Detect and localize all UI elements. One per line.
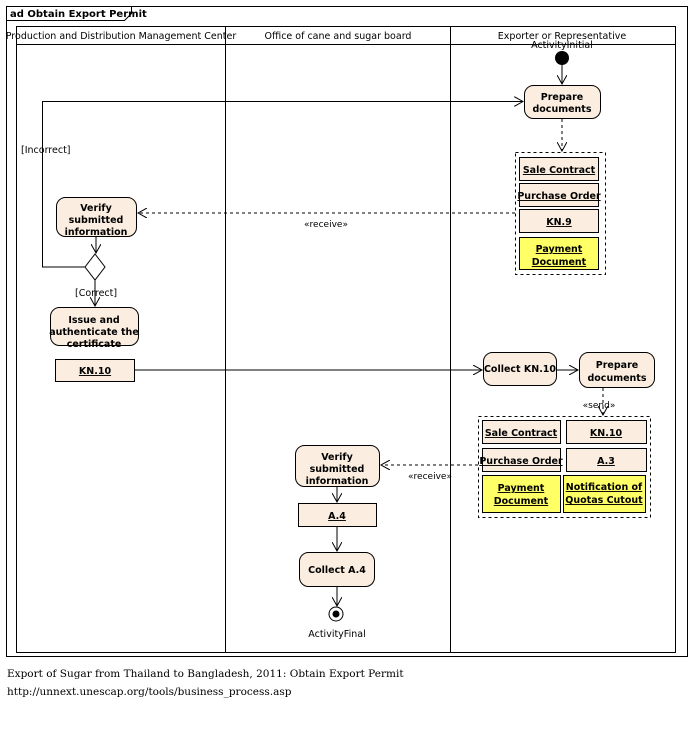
svg-text:Prepare: Prepare [596, 360, 638, 371]
svg-text:documents: documents [532, 104, 591, 115]
object-purchase-order-2: Purchase Order [479, 448, 563, 472]
lane-label-pdmc: Production and Distribution Management C… [6, 31, 237, 42]
object-group-2 [478, 416, 651, 518]
svg-text:Sale Contract: Sale Contract [485, 428, 558, 439]
caption-url: http://unnext.unescap.org/tools/business… [7, 686, 292, 698]
stereotype-receive-1: «receive» [304, 220, 348, 230]
object-sale-contract-2: Sale Contract [482, 420, 561, 444]
svg-text:A.4: A.4 [328, 511, 346, 522]
final-node-label: ActivityFinal [308, 629, 365, 640]
activity-verify-information-1: Verify submitted information [56, 197, 137, 238]
svg-text:Verify: Verify [80, 203, 112, 214]
svg-text:Prepare: Prepare [541, 92, 583, 103]
object-purchase-order-1: Purchase Order [517, 183, 601, 207]
title-tab [6, 6, 132, 21]
initial-node-label: ActivityInitial [531, 40, 593, 51]
diagram-frame [6, 6, 688, 657]
guard-correct: [Correct] [75, 288, 117, 299]
lane-label-ocsb: Office of cane and sugar board [265, 31, 412, 42]
object-kn9: KN.9 [519, 209, 599, 233]
object-payment-document-2: Payment Document [482, 475, 561, 513]
object-a4: A.4 [298, 503, 377, 527]
object-kn10-2: KN.10 [566, 420, 647, 444]
stereotype-send: «send» [583, 401, 616, 411]
svg-text:submitted: submitted [310, 464, 365, 475]
activity-verify-information-2: Verify submitted information [295, 445, 380, 487]
svg-text:submitted: submitted [69, 215, 124, 226]
object-notification-quotas: Notification of Quotas Cutout [563, 475, 646, 513]
svg-text:Issue and: Issue and [68, 315, 119, 326]
svg-text:Quotas Cutout: Quotas Cutout [565, 495, 643, 506]
svg-text:Sale Contract: Sale Contract [523, 165, 596, 176]
svg-text:Payment: Payment [536, 244, 583, 255]
svg-text:KN.10: KN.10 [590, 428, 623, 439]
activity-prepare-documents-2: Prepare documents [579, 352, 655, 388]
activity-prepare-documents-1: Prepare documents [524, 85, 601, 119]
object-sale-contract-1: Sale Contract [519, 157, 599, 181]
activity-diagram: ad Obtain Export Permit Production and D… [6, 6, 688, 657]
final-node-inner [332, 610, 340, 618]
svg-text:Payment: Payment [498, 483, 545, 494]
svg-text:documents: documents [587, 373, 646, 384]
svg-text:information: information [306, 476, 369, 487]
activity-issue-certificate: Issue and authenticate the certificate [49, 307, 139, 350]
svg-text:Collect A.4: Collect A.4 [308, 565, 366, 576]
svg-text:Document: Document [494, 496, 549, 507]
object-payment-document-1: Payment Document [519, 237, 599, 270]
svg-text:information: information [65, 227, 128, 238]
object-kn10-issued: KN.10 [55, 359, 135, 382]
svg-text:certificate: certificate [67, 339, 122, 350]
svg-text:KN.10: KN.10 [79, 366, 112, 377]
initial-node [555, 51, 569, 65]
diagram-title: ad Obtain Export Permit [10, 9, 147, 20]
stereotype-receive-2: «receive» [408, 472, 452, 482]
svg-text:Notification of: Notification of [566, 482, 643, 493]
svg-text:Purchase Order: Purchase Order [517, 191, 601, 202]
svg-text:KN.9: KN.9 [546, 217, 572, 228]
control-flow-incorrect [42, 102, 524, 268]
activity-collect-a4: Collect A.4 [299, 552, 375, 587]
object-a3: A.3 [566, 448, 647, 472]
svg-text:A.3: A.3 [597, 456, 615, 467]
object-group-1 [515, 152, 606, 275]
lane-label-exporter: Exporter or Representative [498, 31, 627, 42]
svg-text:Verify: Verify [321, 452, 353, 463]
svg-text:Collect KN.10: Collect KN.10 [484, 364, 556, 375]
svg-text:Document: Document [532, 257, 587, 268]
decision-node [84, 253, 106, 281]
svg-text:Purchase Order: Purchase Order [479, 456, 563, 467]
caption-title: Export of Sugar from Thailand to Banglad… [7, 668, 404, 680]
activity-collect-kn10: Collect KN.10 [483, 352, 557, 386]
guard-incorrect: [Incorrect] [21, 145, 71, 156]
svg-text:authenticate the: authenticate the [49, 327, 139, 338]
swimlane-border [16, 26, 676, 653]
